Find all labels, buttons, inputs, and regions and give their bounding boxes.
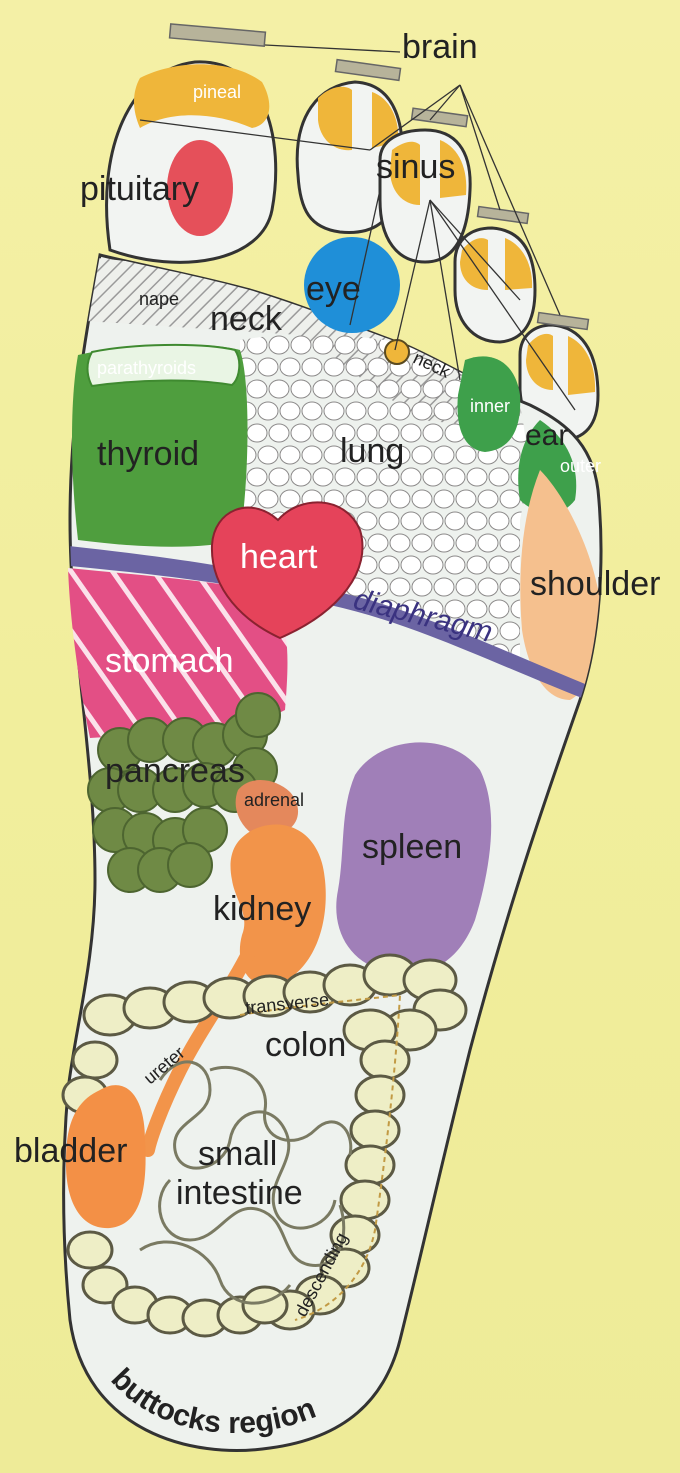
label-pituitary: pituitary xyxy=(80,170,199,208)
pituitary-zone xyxy=(167,140,233,236)
label-adrenal: adrenal xyxy=(244,790,304,810)
brain-tab xyxy=(476,205,530,225)
label-spleen: spleen xyxy=(362,828,462,866)
label-bladder: bladder xyxy=(14,1132,127,1170)
toes xyxy=(105,23,600,442)
label-thyroid: thyroid xyxy=(97,435,199,473)
label-pineal: pineal xyxy=(193,82,241,102)
brain-tab xyxy=(410,107,469,128)
third-toe xyxy=(378,107,472,264)
adrenal-zone xyxy=(235,780,299,832)
heart-zone xyxy=(210,501,364,640)
pancreas-zone xyxy=(87,692,281,893)
sole-zones xyxy=(63,255,600,705)
label-pancreas: pancreas xyxy=(105,752,245,790)
diaphragm-line xyxy=(63,545,600,705)
label-small: small xyxy=(198,1135,277,1173)
brain-tab xyxy=(334,58,402,82)
label-ear: ear xyxy=(525,419,568,452)
brain-tab xyxy=(168,23,267,47)
thyroid-zone xyxy=(72,344,248,547)
label-stomach: stomach xyxy=(105,642,234,680)
label-intestine: intestine xyxy=(176,1174,303,1212)
pointer-lines xyxy=(139,44,576,411)
intestine-zone xyxy=(61,953,468,1338)
big-toe xyxy=(105,23,278,264)
label-neck: neck xyxy=(210,300,283,338)
spleen-zone xyxy=(336,742,492,974)
stomach-zone xyxy=(68,568,288,738)
label-parathyroids: parathyroids xyxy=(97,358,196,378)
label-nape: nape xyxy=(139,289,179,309)
label-sinus: sinus xyxy=(376,148,455,186)
label-shoulder: shoulder xyxy=(530,565,660,603)
label-brain: brain xyxy=(402,28,478,66)
label-heart: heart xyxy=(240,538,318,576)
label-lung: lung xyxy=(340,432,404,470)
label-outer: outer xyxy=(560,456,601,476)
inner-ear-zone xyxy=(457,356,521,452)
label-kidney: kidney xyxy=(213,890,311,928)
parathyroids-zone xyxy=(86,343,241,388)
label-colon: colon xyxy=(265,1026,346,1064)
pineal-zone xyxy=(134,64,270,128)
bladder-zone xyxy=(65,1085,146,1229)
label-eye: eye xyxy=(306,270,361,308)
label-inner: inner xyxy=(470,396,510,416)
eye-zone xyxy=(304,237,400,333)
small-intestine-coils xyxy=(139,1060,353,1305)
brain-tab xyxy=(536,311,590,331)
shoulder-zone xyxy=(520,470,600,700)
fourth-toe xyxy=(453,205,537,344)
